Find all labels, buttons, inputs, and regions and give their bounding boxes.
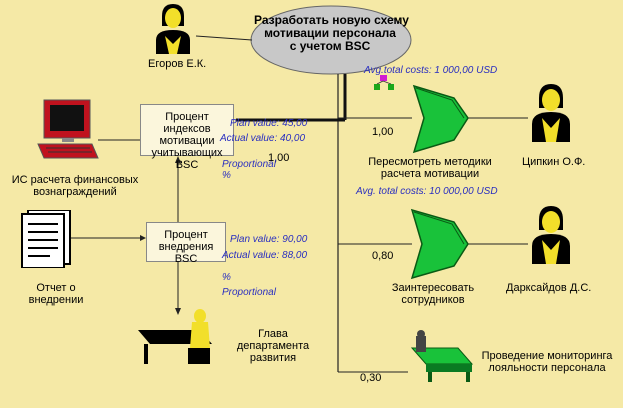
task3-weight: 0,30 [360, 372, 382, 384]
goal-title: Разработать новую схему мотивации персон… [254, 13, 409, 53]
report-source-label: Отчет о внедрении [28, 282, 84, 306]
kpi2-actual: Actual value: 88,00 [222, 250, 308, 261]
task3-label: Проведение мониторинга лояльности персон… [481, 350, 613, 374]
kpi1-kind: Proportional % [222, 159, 276, 181]
system-source-label: ИС расчета финансовых вознаграждений [11, 174, 139, 198]
person-tsipkin-icon [532, 84, 570, 142]
task2-green-arrow-icon[interactable] [410, 208, 470, 280]
org-structure-icon [374, 75, 394, 90]
task2-weight: 0,80 [372, 250, 394, 262]
document-icon [21, 210, 71, 268]
kpi1-actual: Actual value: 40,00 [220, 133, 306, 144]
person-egorov-name: Егоров Е.К. [148, 58, 207, 70]
person-darksaydov-name: Дарксайдов Д.С. [506, 282, 592, 294]
person-tsipkin-name: Ципкин О.Ф. [522, 156, 586, 168]
kpi2-kind: % Proportional [222, 272, 276, 298]
task3-monitoring-desk-icon[interactable] [406, 330, 476, 382]
goal-cost: Avg.total costs: 1 000,00 USD [364, 65, 498, 76]
kpi1-label-line: мотивации [159, 135, 215, 147]
kpi2-label-line: внедрения BSC [158, 241, 214, 265]
kpi1-weight: 1,00 [268, 152, 290, 164]
task1-label: Пересмотреть методики расчета мотивации [368, 156, 492, 180]
kpi1-label-line: Процент индексов [163, 111, 211, 135]
task1-weight: 1,00 [372, 126, 394, 138]
task2-label: Заинтересовать сотрудников [391, 282, 475, 306]
kpi1-plan: Plan value: 45,00 [230, 118, 308, 129]
head-department-label: Глава департамента развития [236, 328, 310, 364]
computer-icon [37, 99, 99, 159]
person-egorov-icon [156, 4, 190, 54]
kpi-box-bsc-implementation[interactable]: Процент внедрения BSC [146, 222, 226, 265]
task1-cost: Avg. total costs: 10 000,00 USD [356, 186, 498, 197]
kpi-box-bsc-motivation[interactable]: Процент индексов мотивации учитывающих B… [140, 104, 234, 171]
person-darksaydov-icon [532, 206, 570, 264]
person-at-desk-icon [138, 309, 212, 364]
kpi2-plan: Plan value: 90,00 [230, 234, 308, 245]
kpi1-label-line: учитывающих BSC [151, 147, 223, 171]
kpi2-label-line: Процент [164, 229, 208, 241]
task1-green-arrow-icon[interactable] [412, 84, 470, 154]
